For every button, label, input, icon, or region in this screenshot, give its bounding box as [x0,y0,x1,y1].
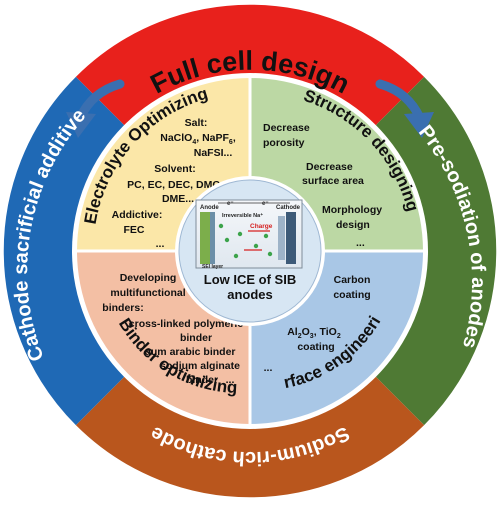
salt-heading: Salt: [185,117,208,129]
center-circle: Anode Cathode e⁻ e⁻ Irreversible Na⁺ Cha… [175,176,325,326]
structure-item-3-line-1: Morphology [322,204,382,216]
ion-2 [224,237,230,243]
ion-4 [253,243,259,249]
additive-line-1: FEC [124,224,145,236]
solvent-line-2: DME... [162,193,194,205]
binder-item-1-line-1: cross-linked polymeric [129,318,244,330]
battery-schematic: Anode Cathode e⁻ e⁻ Irreversible Na⁺ Cha… [195,199,303,270]
electrolyte-content: Salt: NaClO4, NaPF6, NaFSI... Solvent: P… [112,117,236,250]
schematic-cathode-label: Cathode [276,205,301,211]
binder-content: Developing multifunctional binders: cros… [102,272,243,386]
binder-heading-line-2: multifunctional [110,287,185,299]
outer-ring-border [2,3,498,499]
surface-item-1-line-2: coating [333,289,370,301]
schematic-ions [218,223,273,259]
schematic-electron-label-2: e⁻ [262,201,269,207]
arrow-left-head [66,112,96,138]
surface-ellipsis: ... [264,362,273,374]
schematic-cathode-plate [286,212,296,264]
binder-item-3-line-2: binder [186,374,218,386]
ion-1 [218,223,224,229]
structure-item-1-line-1: Decrease [263,122,310,134]
schematic-charge-arrows [244,230,270,251]
ion-7 [233,253,239,259]
electrolyte-ellipsis: ... [156,238,165,250]
structure-ellipsis: ... [356,237,365,249]
salt-line-1: NaClO4, NaPF6, [160,132,236,146]
ion-5 [263,233,269,239]
binder-item-3-line-1: sodium alginate [160,360,240,372]
salt-line-2: NaFSI... [194,147,233,159]
binder-item-2: gum arabic binder [144,346,235,358]
schematic-sei-layer [210,212,215,264]
structure-content: Decrease porosity Decrease surface area … [263,122,382,249]
arrow-left [66,79,125,138]
ion-3 [237,231,243,237]
schematic-anode-label: Anode [200,205,219,211]
structure-item-1-line-2: porosity [263,137,305,149]
schematic-anode-plate [200,212,210,264]
structure-item-2-line-1: Decrease [306,161,353,173]
binder-ellipsis: ... [226,374,235,386]
schematic-irreversible-label: Irreversible Na⁺ [222,212,263,219]
schematic-charge-label: Charge [250,223,273,230]
arrow-right [375,79,434,138]
binder-item-1-line-2: binder [180,332,212,344]
surface-item-2-line-2: coating [297,341,334,353]
solvent-line-1: PC, EC, DEC, DMC, [127,179,223,191]
surface-item-1-line-1: Carbon [334,274,371,286]
schematic-sei-label: SEI layer [202,264,223,270]
arrow-right-head [404,112,434,138]
solvent-heading: Solvent: [154,163,195,175]
center-title-line-2: anodes [227,287,273,302]
additive-heading: Addictive: [112,209,163,221]
surface-content: Carbon coating Al2O3, TiO2 coating ... [264,274,371,374]
binder-heading-line-1: Developing [120,272,177,284]
structure-item-2-line-2: surface area [302,175,364,187]
ion-6 [267,251,273,257]
surface-item-2-line-1: Al2O3, TiO2 [287,326,341,340]
schematic-cathode-active [278,216,285,260]
structure-item-3-line-2: design [336,219,370,231]
schematic-electron-label-1: e⁻ [227,201,234,207]
center-title-line-1: Low ICE of SIB [204,272,296,287]
binder-heading-line-3: binders: [102,302,143,314]
